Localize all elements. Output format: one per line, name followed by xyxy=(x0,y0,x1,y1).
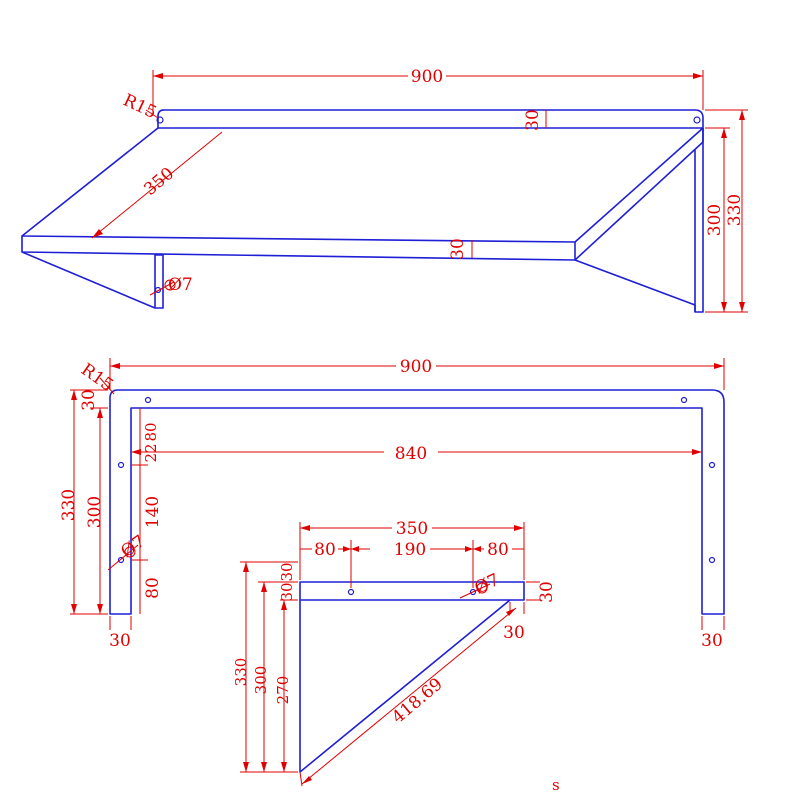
bracket-dim-80-left: 80 xyxy=(314,540,336,560)
iso-hole-left xyxy=(156,116,164,124)
bracket-outline xyxy=(299,581,525,773)
front-dim-300: 300 xyxy=(85,496,105,528)
bracket-dim-hole: Ø7 xyxy=(472,570,503,599)
bracket-view: 350 80 190 80 30 30 330 300 270 xyxy=(232,519,560,794)
iso-dim-30-back: 30 xyxy=(523,109,543,131)
front-dim-80-bottom: 80 xyxy=(143,577,163,599)
front-dim-80-top: 80 xyxy=(142,422,160,441)
front-dim-30-top: 30 xyxy=(79,389,99,411)
bracket-dim-80-right: 80 xyxy=(487,540,509,560)
bracket-dim-300: 300 xyxy=(252,666,270,695)
front-dim-840: 840 xyxy=(395,444,427,464)
iso-bracket-hole xyxy=(154,286,162,294)
front-dim-30-right-leg: 30 xyxy=(701,631,723,651)
bracket-dim-30-end: 30 xyxy=(503,623,525,643)
iso-shelf-top xyxy=(21,127,704,243)
iso-dim-330: 330 xyxy=(725,194,745,226)
bracket-dim-330: 330 xyxy=(232,658,250,687)
iso-dim-r15: R15 xyxy=(120,90,160,123)
front-hole-left-upper xyxy=(117,461,125,469)
iso-dim-30-front: 30 xyxy=(448,238,468,260)
bracket-hole-right xyxy=(469,588,477,596)
bracket-dim-30a: 30 xyxy=(278,562,296,581)
front-hole-right-upper xyxy=(708,461,716,469)
iso-back-top xyxy=(157,109,704,129)
iso-right-leg xyxy=(694,128,704,313)
iso-right-bracket xyxy=(574,259,696,312)
front-outline xyxy=(109,389,725,615)
iso-shelf-right-side xyxy=(574,128,704,261)
iso-dim-300: 300 xyxy=(705,204,725,236)
front-dim-900: 900 xyxy=(400,357,432,377)
front-hole-top-right xyxy=(680,396,688,404)
iso-dim-900: 900 xyxy=(411,67,443,87)
iso-dim-hole: Ø7 xyxy=(168,275,193,295)
front-dim-30-left-leg: 30 xyxy=(109,631,131,651)
bracket-dim-30-thick: 30 xyxy=(537,581,557,603)
front-view: 900 R15 840 30 330 300 80 22 140 80 xyxy=(59,357,725,651)
bracket-dim-190: 190 xyxy=(394,540,426,560)
bracket-hole-left xyxy=(347,588,355,596)
iso-hole-right xyxy=(693,116,701,124)
bracket-dim-418: 418.69 xyxy=(388,674,446,728)
isometric-view: 900 R15 350 30 30 300 330 Ø7 xyxy=(21,67,748,313)
front-hole-right-lower xyxy=(708,556,716,564)
front-dim-330: 330 xyxy=(59,489,79,521)
stray-mark: s xyxy=(552,776,560,794)
front-dim-22: 22 xyxy=(142,443,160,462)
front-hole-left-lower xyxy=(117,556,125,564)
iso-left-bracket xyxy=(21,251,164,309)
front-dim-140: 140 xyxy=(143,496,163,528)
bracket-dim-350: 350 xyxy=(396,519,428,539)
bracket-dim-30b: 30 xyxy=(278,582,296,601)
iso-shelf-front xyxy=(21,236,576,261)
front-hole-top-left xyxy=(144,396,152,404)
bracket-dim-270: 270 xyxy=(274,676,292,705)
